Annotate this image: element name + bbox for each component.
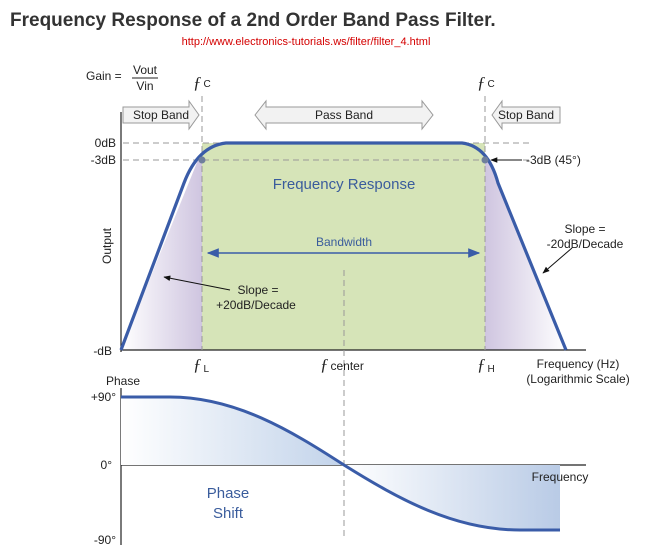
slope-up-line1: Slope = [237, 283, 278, 297]
y-axis-label: Output [100, 227, 114, 264]
y-tick-minus3db: -3dB [91, 153, 116, 167]
frequency-response-curve [119, 141, 568, 351]
minus3db-point-high [481, 156, 489, 164]
x-axis-label-line1: Frequency (Hz) [537, 357, 620, 371]
pass-band-label: Pass Band [315, 108, 373, 122]
source-url: http://www.electronics-tutorials.ws/filt… [182, 36, 431, 48]
phase-shift-line1: Phase [207, 485, 250, 502]
gain-denominator: Vin [136, 79, 153, 93]
pass-band-arrow [254, 99, 434, 131]
minus3db-point-low [198, 156, 206, 164]
slope-down-line1: Slope = [564, 222, 605, 236]
gain-numerator: Vout [133, 63, 158, 77]
stop-band-left-arrow [122, 99, 200, 131]
y-tick-0db: 0dB [95, 136, 116, 150]
minus3db-callout-label: -3dB (45°) [526, 153, 581, 167]
phase-tick-minus90: -90° [94, 533, 116, 547]
slope-up-line2: +20dB/Decade [216, 298, 296, 312]
y-tick-minus-db: -dB [93, 344, 112, 358]
phase-tick-plus90: +90° [91, 390, 116, 404]
stop-band-left-label: Stop Band [133, 108, 189, 122]
phase-tick-zero: 0° [101, 458, 113, 472]
bandwidth-label: Bandwidth [316, 235, 372, 249]
stop-band-right-arrow [491, 99, 561, 131]
diagram-title: Frequency Response of a 2nd Order Band P… [10, 10, 496, 31]
phase-shift-line2: Shift [213, 505, 244, 522]
phase-title: Phase [106, 374, 140, 388]
slope-up-arrow [163, 275, 231, 291]
lower-rolloff-region [121, 160, 202, 350]
slope-down-arrow [542, 247, 573, 274]
phase-fill-positive [121, 397, 344, 465]
x-axis-label-line2: (Logarithmic Scale) [526, 372, 629, 386]
slope-down-line2: -20dB/Decade [547, 237, 624, 251]
stop-band-right-label: Stop Band [498, 108, 554, 122]
phase-curve [121, 395, 560, 532]
frequency-response-title: Frequency Response [273, 176, 416, 193]
phase-x-label: Frequency [532, 470, 589, 484]
gain-formula: Gain = Vout Vin [86, 63, 158, 93]
phase-fill-negative [344, 465, 560, 530]
gain-label: Gain = [86, 69, 122, 83]
